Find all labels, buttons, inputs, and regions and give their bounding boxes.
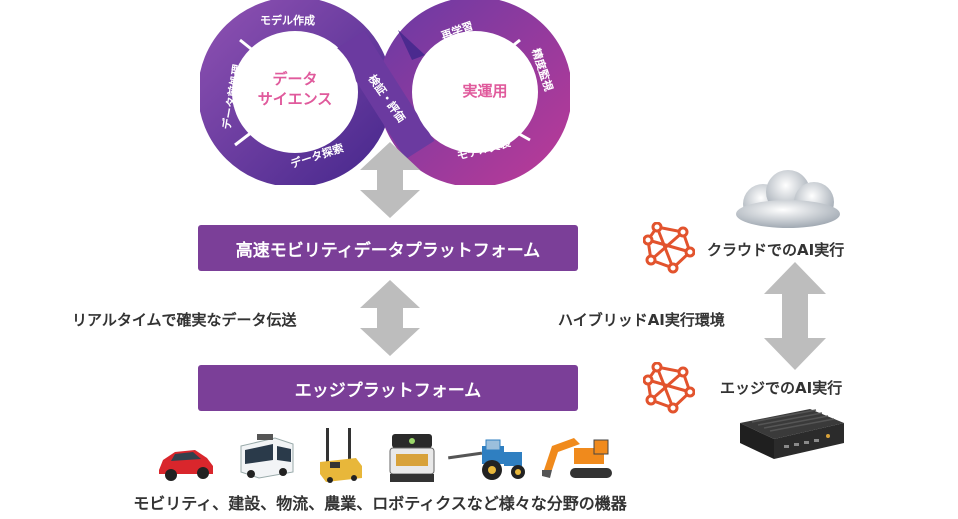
- high-speed-platform-bar: 高速モビリティデータプラットフォーム: [198, 225, 578, 271]
- realtime-transfer-label: リアルタイムで確実なデータ伝送: [72, 311, 297, 329]
- double-arrow-middle: [360, 280, 420, 356]
- neural-network-icon-cloud: [643, 222, 695, 274]
- tractor-icon: [448, 439, 525, 480]
- double-arrow-top: [360, 142, 420, 218]
- infinity-loop: モデル作成 データ前処理 データ探索 検証・評価 再学習 精度監視 モデル実装 …: [200, 0, 570, 185]
- car-icon: [159, 450, 213, 481]
- edge-platform-label: エッジプラットフォーム: [294, 380, 482, 401]
- cloud-ai-label: クラウドでのAI実行: [707, 241, 845, 259]
- segment-model-create: モデル作成: [260, 13, 315, 27]
- edge-device-icon: [740, 409, 844, 459]
- excavator-icon: [542, 438, 612, 478]
- high-speed-platform-label: 高速モビリティデータプラットフォーム: [235, 240, 541, 261]
- loop-center-left-1: データ: [272, 70, 317, 88]
- delivery-robot-icon: [389, 434, 435, 482]
- loop-arrow-head: [398, 30, 425, 60]
- forklift-robot-icon: [320, 428, 362, 483]
- cloud-icon: [736, 170, 840, 228]
- edge-platform-bar: エッジプラットフォーム: [198, 365, 578, 411]
- loop-cross-band: [335, 30, 435, 160]
- double-arrow-right: [764, 262, 826, 370]
- footer-devices-caption: モビリティ、建設、物流、農業、ロボティクスなど様々な分野の機器: [133, 494, 627, 513]
- neural-network-icon-edge: [643, 362, 695, 414]
- edge-ai-label: エッジでのAI実行: [720, 379, 843, 397]
- hybrid-env-label: ハイブリッドAI実行環境: [558, 311, 725, 329]
- loop-center-left-2: サイエンス: [258, 90, 333, 108]
- autonomous-shuttle-icon: [240, 434, 294, 479]
- loop-center-right: 実運用: [462, 82, 507, 100]
